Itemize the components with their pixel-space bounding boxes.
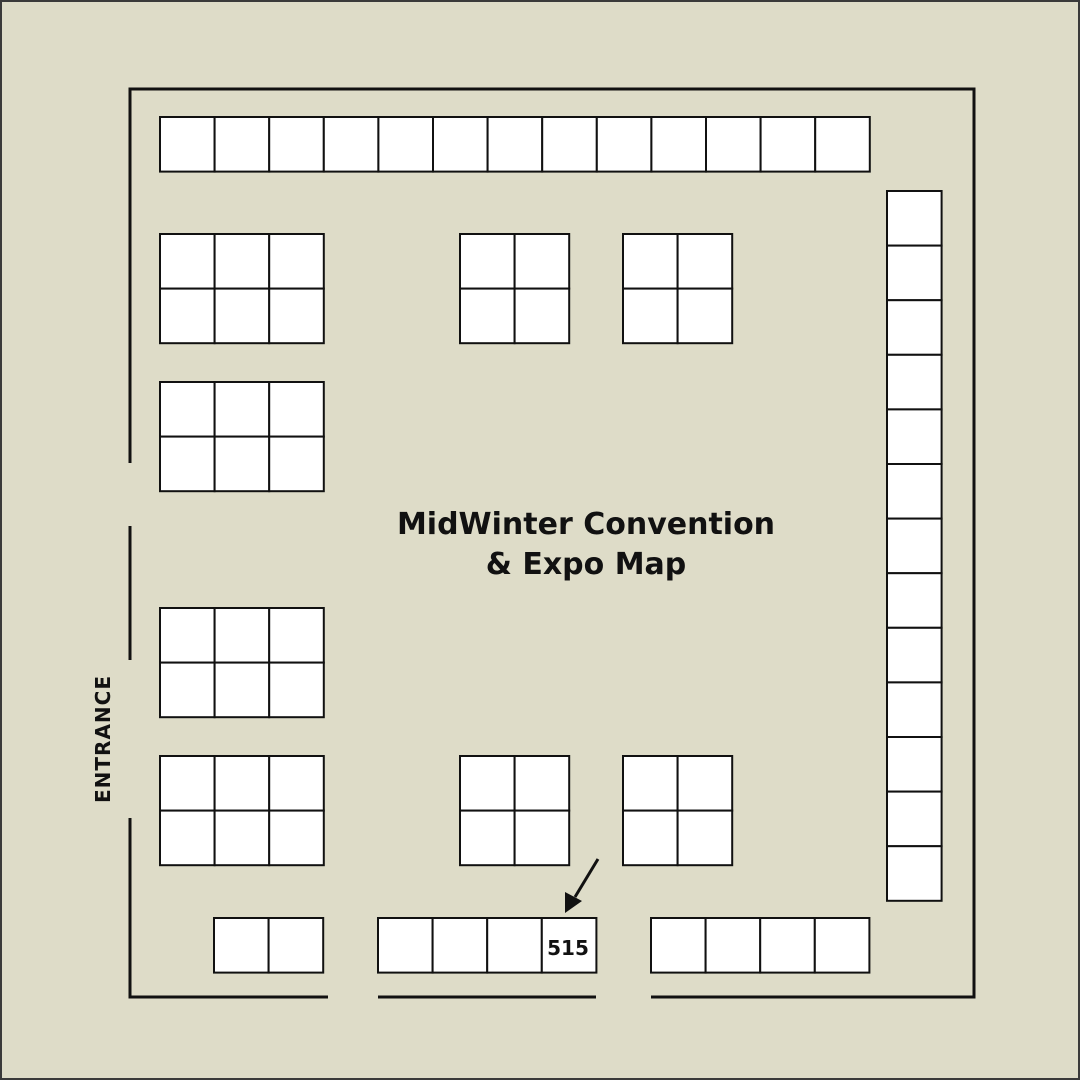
left-block-2-booth[interactable] xyxy=(159,381,216,438)
left-block-1-booth[interactable] xyxy=(213,287,271,345)
center-block-top-left-booth[interactable] xyxy=(513,233,571,290)
left-block-1-booth[interactable] xyxy=(268,233,325,290)
right-column-booth[interactable] xyxy=(886,244,943,302)
left-block-1-booth[interactable] xyxy=(268,287,325,345)
bottom-row-a-booth[interactable] xyxy=(267,917,325,974)
bottom-row-b-booth[interactable] xyxy=(540,917,598,974)
center-block-bottom-left-booth[interactable] xyxy=(459,809,516,867)
top-row-booth[interactable] xyxy=(268,116,325,173)
hall-walls xyxy=(128,87,976,999)
right-column-booth[interactable] xyxy=(886,517,943,575)
center-block-bottom-left-booth[interactable] xyxy=(459,755,516,812)
left-block-4-booth[interactable] xyxy=(268,809,325,867)
top-row-booth[interactable] xyxy=(322,116,380,173)
wall-bottom-left xyxy=(128,818,328,999)
right-column-booth[interactable] xyxy=(886,408,943,465)
top-row-booth[interactable] xyxy=(213,116,271,173)
left-block-3-booth[interactable] xyxy=(268,661,325,719)
highlighted-booth-label: 515 xyxy=(547,936,589,960)
left-block-1-booth[interactable] xyxy=(159,287,216,345)
center-block-top-left-booth[interactable] xyxy=(513,287,571,345)
top-row-booth[interactable] xyxy=(486,116,544,173)
center-block-top-right-booth[interactable] xyxy=(622,233,679,290)
left-block-4-booth[interactable] xyxy=(159,809,216,867)
bottom-row-b-booth[interactable] xyxy=(377,917,434,974)
left-block-2-booth[interactable] xyxy=(268,435,325,493)
top-row-booth[interactable] xyxy=(377,116,434,173)
center-block-top-right-booth[interactable] xyxy=(676,287,734,345)
top-row-booth[interactable] xyxy=(541,116,598,173)
bottom-row-a-booth[interactable] xyxy=(213,917,270,974)
left-block-2-booth[interactable] xyxy=(268,381,325,438)
right-column-booth[interactable] xyxy=(886,353,943,411)
left-block-4-booth[interactable] xyxy=(213,809,271,867)
left-block-3-booth[interactable] xyxy=(159,607,216,664)
left-block-3-booth[interactable] xyxy=(268,607,325,664)
bottom-row-b-booth[interactable] xyxy=(431,917,489,974)
left-block-1-booth[interactable] xyxy=(159,233,216,290)
left-block-3-booth[interactable] xyxy=(213,661,271,719)
left-block-2-booth[interactable] xyxy=(159,435,216,493)
you-are-here-arrow-icon xyxy=(565,858,600,913)
center-block-bottom-left-booth[interactable] xyxy=(513,809,571,867)
center-block-bottom-right-booth[interactable] xyxy=(622,755,679,812)
center-block-bottom-left-booth[interactable] xyxy=(513,755,571,812)
center-block-top-left-booth[interactable] xyxy=(459,233,516,290)
right-column-booth[interactable] xyxy=(886,572,943,629)
left-block-1-booth[interactable] xyxy=(213,233,271,290)
bottom-row-c-booth[interactable] xyxy=(704,917,762,974)
right-column-booth[interactable] xyxy=(886,299,943,356)
top-row-booth[interactable] xyxy=(595,116,653,173)
right-column-booth[interactable] xyxy=(886,626,943,684)
bottom-row-b-booth[interactable] xyxy=(486,917,543,974)
center-block-bottom-right-booth[interactable] xyxy=(676,755,734,812)
right-column-booth[interactable] xyxy=(886,845,943,902)
left-block-4-booth[interactable] xyxy=(159,755,216,812)
center-block-top-right-booth[interactable] xyxy=(622,287,679,345)
center-block-bottom-right-booth[interactable] xyxy=(622,809,679,867)
bottom-row-c-booth[interactable] xyxy=(650,917,707,974)
right-column-booth[interactable] xyxy=(886,736,943,793)
top-row-booth[interactable] xyxy=(159,116,216,173)
center-block-bottom-right-booth[interactable] xyxy=(676,809,734,867)
left-block-3-booth[interactable] xyxy=(159,661,216,719)
center-block-top-right-booth[interactable] xyxy=(676,233,734,290)
left-block-3-booth[interactable] xyxy=(213,607,271,664)
top-row-booth[interactable] xyxy=(705,116,762,173)
right-column-booth[interactable] xyxy=(886,681,943,739)
left-block-4-booth[interactable] xyxy=(213,755,271,812)
booth-grid xyxy=(159,116,943,974)
left-block-2-booth[interactable] xyxy=(213,435,271,493)
left-block-4-booth[interactable] xyxy=(268,755,325,812)
bottom-row-c-booth[interactable] xyxy=(813,917,871,974)
wall-outer-top-right xyxy=(128,87,976,999)
bottom-row-c-booth[interactable] xyxy=(759,917,816,974)
top-row-booth[interactable] xyxy=(432,116,489,173)
right-column-booth[interactable] xyxy=(886,790,943,848)
left-block-2-booth[interactable] xyxy=(213,381,271,438)
top-row-booth[interactable] xyxy=(759,116,817,173)
center-block-top-left-booth[interactable] xyxy=(459,287,516,345)
entrance-label: ENTRANCE xyxy=(91,675,115,803)
right-column-booth[interactable] xyxy=(886,190,943,247)
map-title-line-1: MidWinter Convention xyxy=(397,507,775,542)
map-title-line-2: & Expo Map xyxy=(486,547,687,582)
right-column-booth[interactable] xyxy=(886,463,943,520)
top-row-booth[interactable] xyxy=(650,116,708,173)
top-row-booth[interactable] xyxy=(814,116,871,173)
